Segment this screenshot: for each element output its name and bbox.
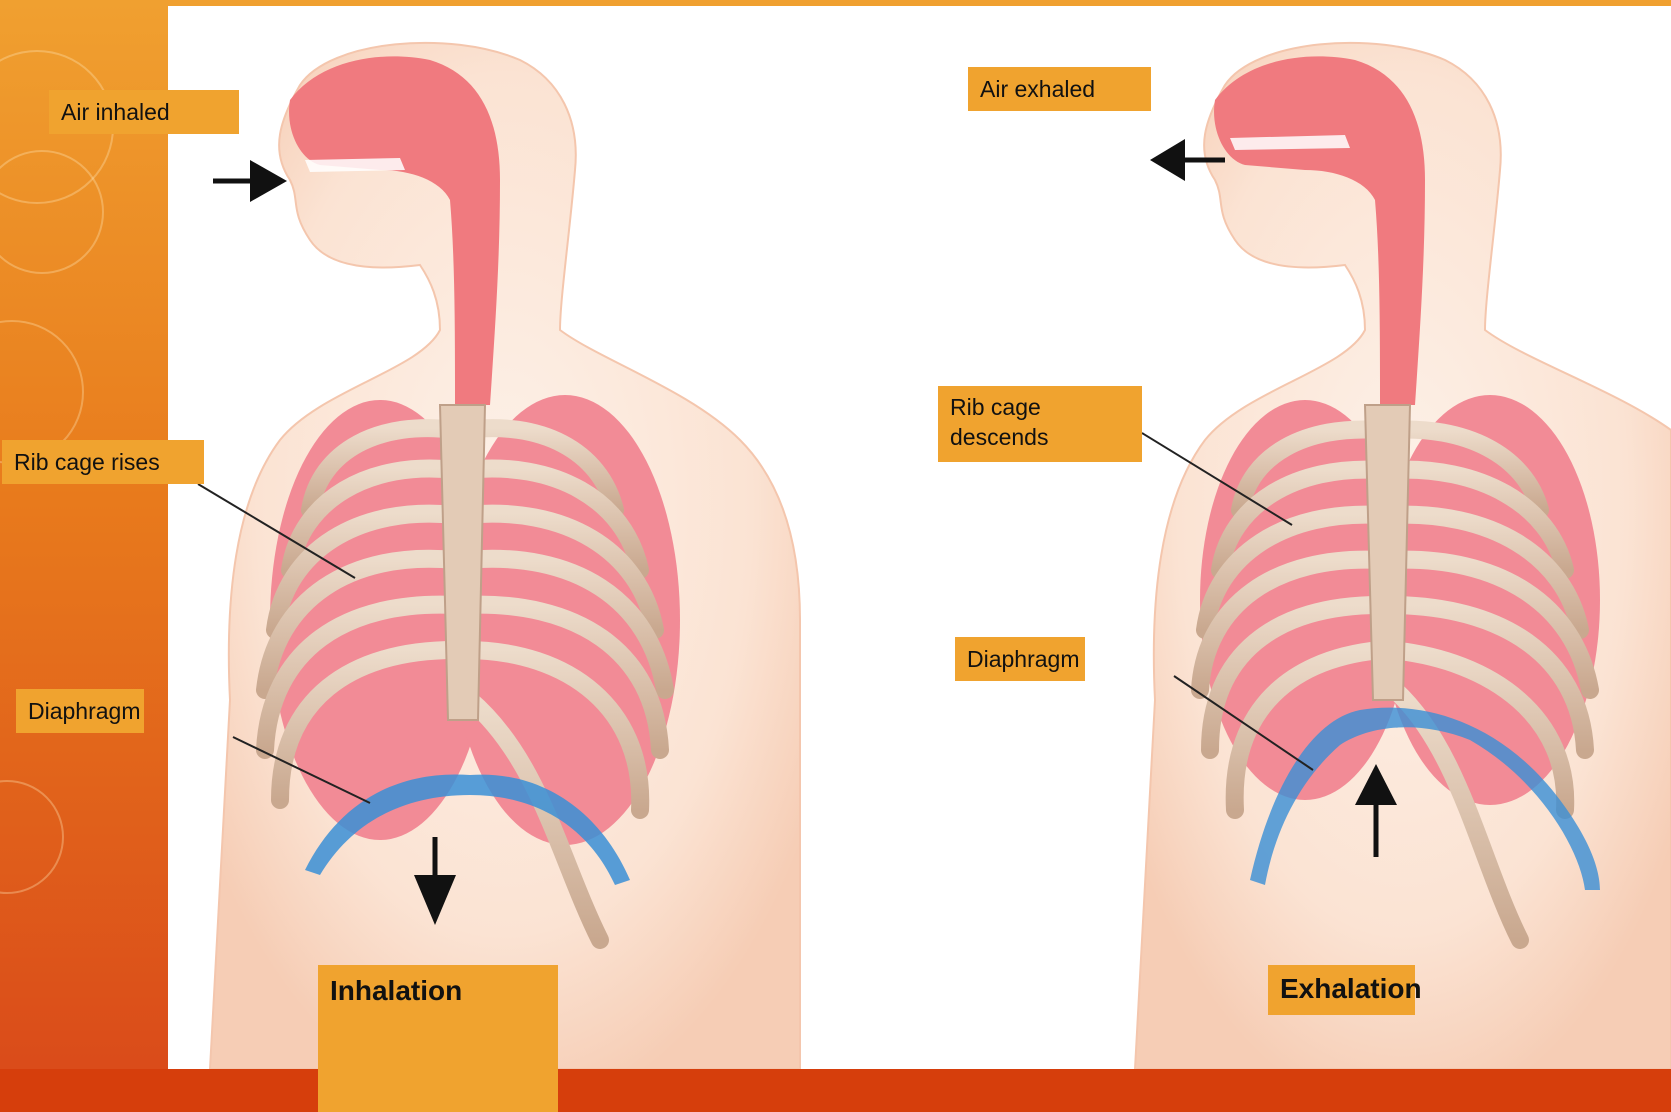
respiration-figure bbox=[168, 6, 1671, 1069]
title-exhalation: Exhalation bbox=[1268, 965, 1415, 1015]
exhalation-figure bbox=[1135, 43, 1671, 1069]
left-mouth bbox=[305, 158, 405, 172]
left-sternum bbox=[440, 405, 485, 720]
label-rib-cage-descends: Rib cage descends bbox=[938, 386, 1142, 462]
label-diaphragm-left: Diaphragm bbox=[16, 689, 144, 733]
air-inhaled-arrow bbox=[213, 160, 287, 202]
label-rib-cage-rises: Rib cage rises bbox=[2, 440, 204, 484]
label-diaphragm-right: Diaphragm bbox=[955, 637, 1085, 681]
diagram-canvas bbox=[168, 6, 1671, 1069]
label-air-exhaled: Air exhaled bbox=[968, 67, 1151, 111]
right-sternum bbox=[1365, 405, 1410, 700]
bottom-band bbox=[0, 1069, 1671, 1112]
label-air-inhaled: Air inhaled bbox=[49, 90, 239, 134]
title-inhalation: Inhalation bbox=[318, 965, 558, 1112]
inhalation-figure bbox=[198, 43, 800, 1069]
background-circle bbox=[0, 780, 64, 894]
